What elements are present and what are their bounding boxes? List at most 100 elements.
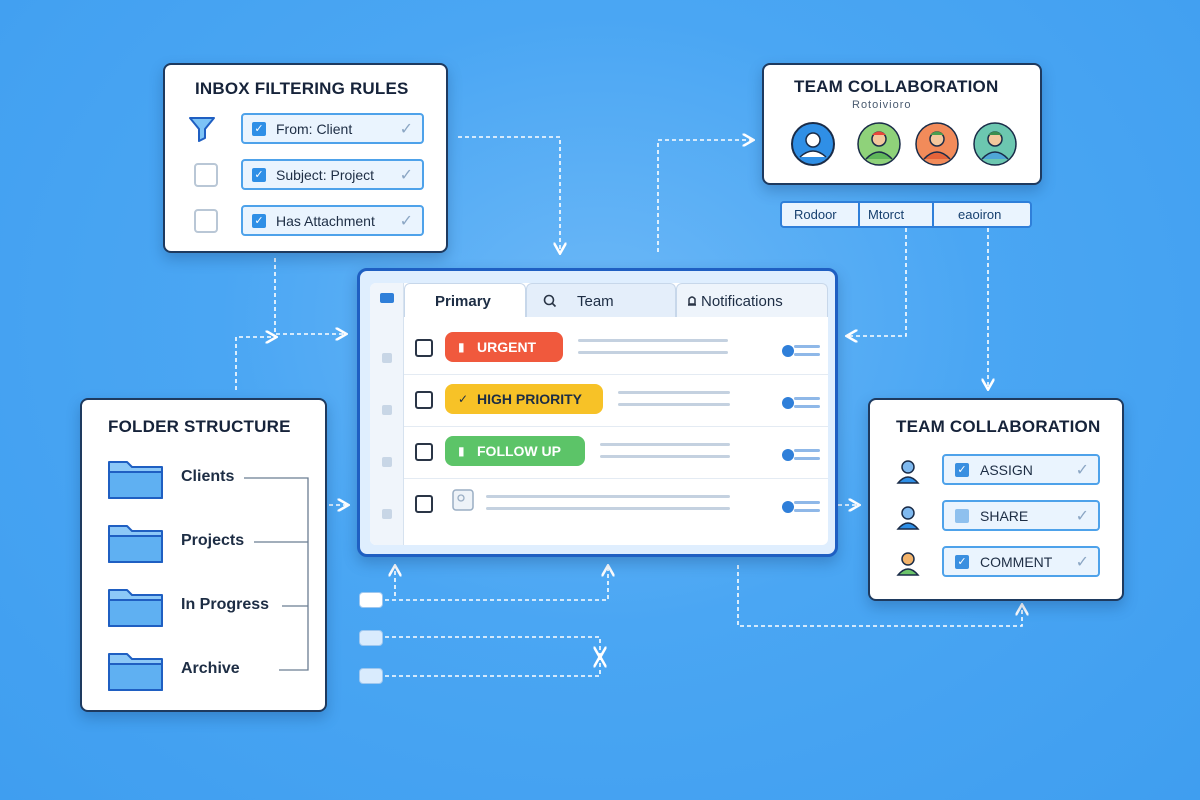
flag-checkbox[interactable] bbox=[415, 339, 433, 357]
message-preview-line bbox=[486, 507, 730, 510]
tab-team[interactable]: Team bbox=[526, 283, 676, 317]
user-avatar-blue-icon[interactable] bbox=[790, 121, 836, 167]
folder-icon bbox=[108, 461, 163, 499]
rule-from-client[interactable]: ✓ From: Client ✓ bbox=[241, 113, 424, 144]
arrow-chip3 bbox=[385, 658, 600, 677]
folder-label: Clients bbox=[181, 468, 235, 485]
toggle-track[interactable] bbox=[794, 501, 820, 504]
rule-checkbox-3[interactable] bbox=[194, 209, 218, 233]
message-row[interactable]: ✓ HIGH PRIORITY bbox=[404, 375, 828, 427]
email-app-window: Primary Team Notifications ▮ URGENT bbox=[357, 268, 838, 557]
search-icon bbox=[543, 294, 557, 308]
folder-icon bbox=[108, 589, 163, 627]
checkbox-checked-icon[interactable]: ✓ bbox=[955, 555, 969, 569]
message-row[interactable]: ▮ FOLLOW UP bbox=[404, 427, 828, 479]
checkbox-checked-icon[interactable]: ✓ bbox=[252, 168, 266, 182]
forward-chip-icon[interactable] bbox=[359, 630, 383, 646]
flag-checkbox[interactable] bbox=[415, 391, 433, 409]
checkmark-icon: ✓ bbox=[458, 392, 469, 406]
share-action[interactable]: SHARE ✓ bbox=[942, 500, 1100, 531]
checkbox-checked-icon[interactable]: ✓ bbox=[252, 122, 266, 136]
high-priority-tag[interactable]: ✓ HIGH PRIORITY bbox=[445, 384, 603, 414]
assign-action[interactable]: ✓ ASSIGN ✓ bbox=[942, 454, 1100, 485]
toggle-knob[interactable] bbox=[782, 449, 794, 461]
action-label: SHARE bbox=[980, 508, 1029, 524]
sidebar-dot[interactable] bbox=[382, 405, 392, 415]
toggle-knob[interactable] bbox=[782, 501, 794, 513]
toggle-track bbox=[794, 405, 820, 408]
tab-notifications[interactable]: Notifications bbox=[676, 283, 828, 317]
comment-action[interactable]: ✓ COMMENT ✓ bbox=[942, 546, 1100, 577]
image-attachment-icon bbox=[452, 489, 474, 511]
folder-item-archive[interactable]: Archive bbox=[107, 648, 307, 696]
toggle-track bbox=[794, 457, 820, 460]
folder-item-projects[interactable]: Projects bbox=[107, 520, 307, 568]
rule-has-attachment[interactable]: ✓ Has Attachment ✓ bbox=[241, 205, 424, 236]
toggle-track[interactable] bbox=[794, 345, 820, 348]
folder-item-clients[interactable]: Clients bbox=[107, 456, 307, 504]
urgent-tag[interactable]: ▮ URGENT bbox=[445, 332, 563, 362]
forward-chip-icon[interactable] bbox=[359, 668, 383, 684]
user-avatar-teal-icon[interactable] bbox=[972, 121, 1018, 167]
team-bar-segment-2[interactable]: Mtorct bbox=[868, 207, 905, 222]
app-logo-icon bbox=[380, 293, 394, 303]
funnel-icon bbox=[189, 117, 215, 142]
person-icon bbox=[896, 552, 920, 576]
toggle-track[interactable] bbox=[794, 397, 820, 400]
message-row[interactable]: ▮ URGENT bbox=[404, 323, 828, 375]
email-app-inner: Primary Team Notifications ▮ URGENT bbox=[370, 283, 828, 545]
checkmark-icon: ✓ bbox=[399, 121, 413, 138]
sidebar-dot[interactable] bbox=[382, 353, 392, 363]
rule-label: Subject: Project bbox=[276, 167, 375, 183]
folder-icon bbox=[108, 653, 163, 691]
rule-subject-project[interactable]: ✓ Subject: Project ✓ bbox=[241, 159, 424, 190]
user-avatar-orange-icon[interactable] bbox=[914, 121, 960, 167]
message-preview-line bbox=[600, 443, 730, 446]
toggle-knob[interactable] bbox=[782, 397, 794, 409]
folder-label: Archive bbox=[181, 660, 240, 677]
tag-label: FOLLOW UP bbox=[477, 443, 561, 459]
sidebar-dot[interactable] bbox=[382, 509, 392, 519]
checkbox-icon[interactable] bbox=[955, 509, 969, 523]
checkbox-checked-icon[interactable]: ✓ bbox=[252, 214, 266, 228]
folder-item-in-progress[interactable]: In Progress bbox=[107, 584, 307, 632]
action-label: ASSIGN bbox=[980, 462, 1033, 478]
checkmark-icon: ✓ bbox=[1075, 508, 1089, 525]
flag-checkbox[interactable] bbox=[415, 443, 433, 461]
folder-tree-lines bbox=[244, 477, 309, 671]
bell-icon bbox=[688, 296, 696, 306]
checkmark-icon: ✓ bbox=[1075, 462, 1089, 479]
arrow-team-to-app bbox=[848, 228, 907, 336]
checkmark-icon: ✓ bbox=[1075, 554, 1089, 571]
sidebar-dot[interactable] bbox=[382, 457, 392, 467]
follow-up-tag[interactable]: ▮ FOLLOW UP bbox=[445, 436, 585, 466]
team-bar-segment-3[interactable]: eaoiron bbox=[958, 207, 1002, 222]
message-preview-line bbox=[618, 403, 730, 406]
tag-label: HIGH PRIORITY bbox=[477, 391, 583, 407]
folder-structure-card: FOLDER STRUCTURE Clients Projects In Pro… bbox=[80, 398, 327, 712]
message-preview-line bbox=[486, 495, 730, 498]
inbox-filtering-rules-card: INBOX FILTERING RULES ✓ From: Client ✓ ✓… bbox=[163, 63, 448, 253]
person-icon bbox=[896, 460, 920, 484]
team-bar-segment-1[interactable]: Rodoor bbox=[794, 207, 837, 222]
divider bbox=[858, 203, 860, 226]
toggle-track bbox=[794, 509, 820, 512]
flag-checkbox[interactable] bbox=[415, 495, 433, 513]
arrow-chip1-to-app bbox=[385, 567, 608, 601]
link-chip-icon[interactable] bbox=[359, 592, 383, 608]
team-top-title: TEAM COLLABORATION bbox=[794, 77, 999, 96]
message-row[interactable] bbox=[404, 479, 828, 531]
bolt-icon: ▮ bbox=[458, 340, 465, 354]
checkbox-checked-icon[interactable]: ✓ bbox=[955, 463, 969, 477]
inbox-rules-title: INBOX FILTERING RULES bbox=[195, 79, 409, 98]
user-avatar-green-icon[interactable] bbox=[856, 121, 902, 167]
tab-team-label: Team bbox=[577, 293, 614, 310]
rule-checkbox-2[interactable] bbox=[194, 163, 218, 187]
team-collaboration-actions-card: TEAM COLLABORATION ✓ ASSIGN ✓ SHARE ✓ ✓ … bbox=[868, 398, 1124, 601]
message-preview-line bbox=[578, 339, 728, 342]
folder-label: In Progress bbox=[181, 596, 270, 613]
toggle-knob[interactable] bbox=[782, 345, 794, 357]
toggle-track[interactable] bbox=[794, 449, 820, 452]
arrow-folders-up bbox=[235, 337, 275, 390]
tab-primary[interactable]: Primary bbox=[404, 283, 526, 317]
